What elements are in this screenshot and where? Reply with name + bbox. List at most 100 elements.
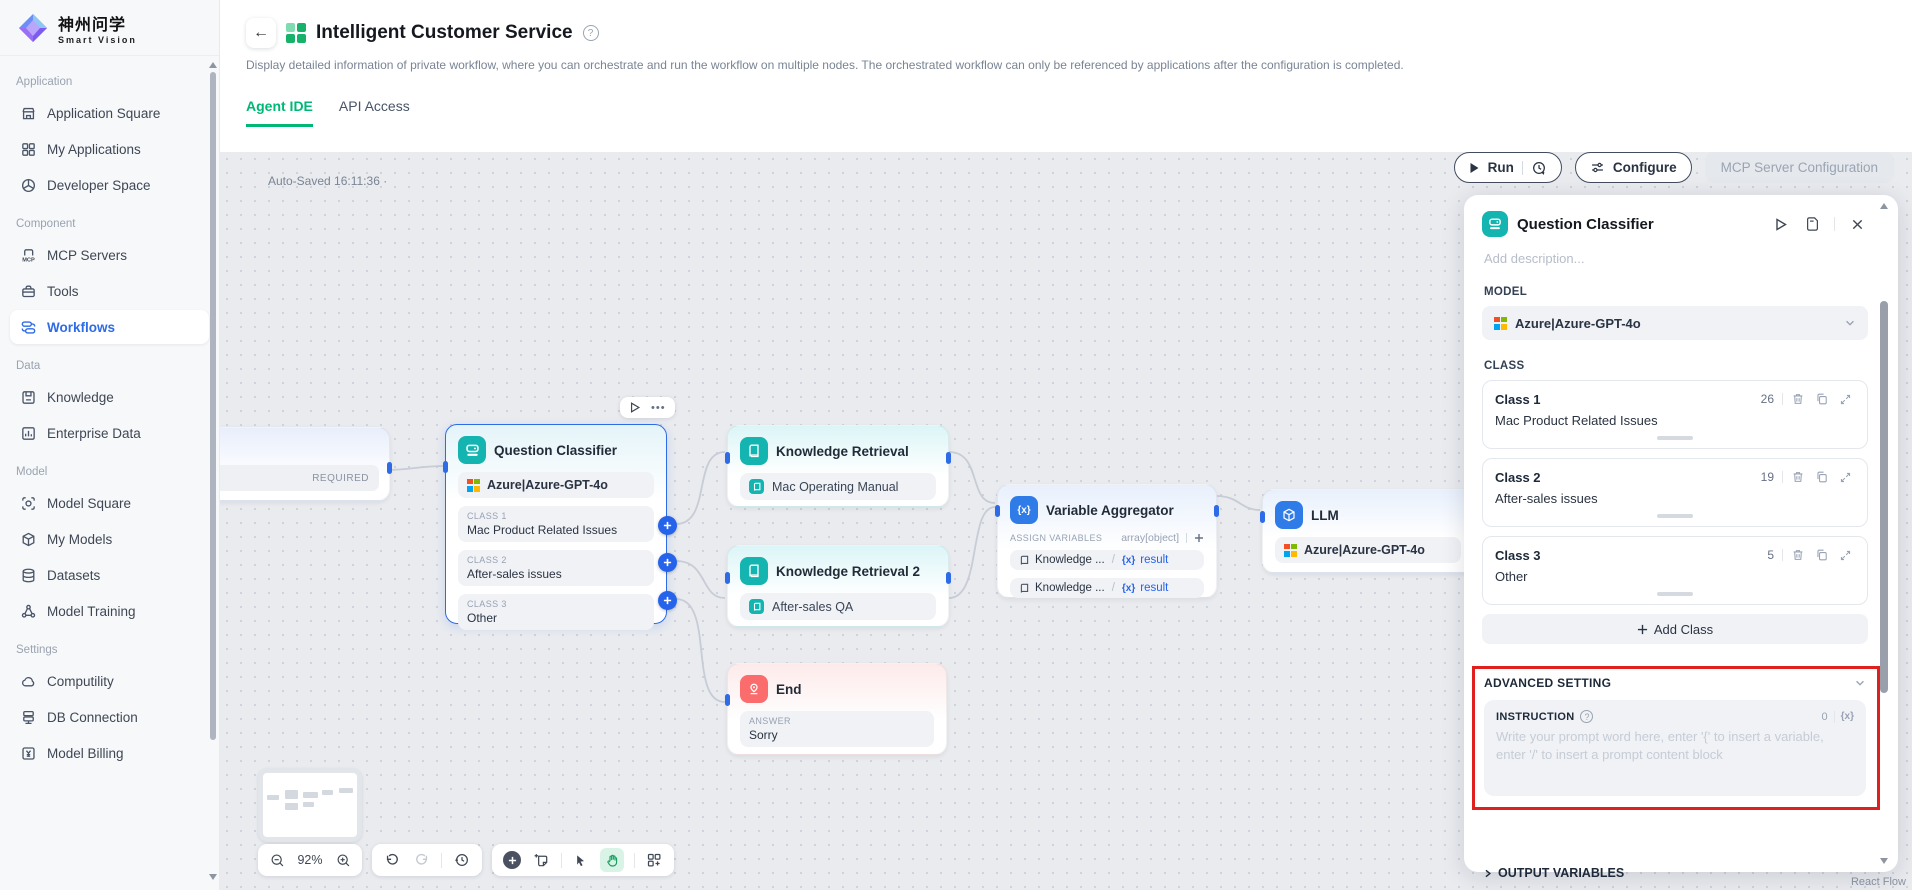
panel-close-icon[interactable] [1846, 213, 1868, 235]
aggregator-row-2[interactable]: Knowledge ... / {x} result [1010, 578, 1204, 598]
class-row-2[interactable]: CLASS 2 After-sales issues [458, 550, 654, 586]
pointer-tool-icon[interactable] [571, 850, 591, 870]
delete-icon[interactable] [1791, 469, 1807, 485]
answer-row[interactable]: ANSWER Sorry [740, 711, 934, 747]
sidebar-item-tools[interactable]: Tools [10, 274, 209, 308]
expand-icon[interactable] [1839, 469, 1855, 485]
add-class-button[interactable]: Add Class [1482, 614, 1868, 644]
target-handle[interactable] [443, 461, 448, 473]
delete-icon[interactable] [1791, 547, 1807, 563]
sidebar-item-enterprise-data[interactable]: Enterprise Data [10, 416, 209, 450]
model-select[interactable]: Azure|Azure-GPT-4o [1482, 306, 1868, 340]
copy-icon[interactable] [1815, 391, 1831, 407]
hand-tool-icon[interactable] [600, 848, 625, 872]
scroll-down-arrow-icon[interactable] [209, 874, 217, 880]
add-variable-icon[interactable] [1194, 533, 1204, 543]
panel-scroll-thumb[interactable] [1880, 301, 1888, 693]
tab-api-access[interactable]: API Access [338, 98, 410, 114]
node-model-row[interactable]: Azure|Azure-GPT-4o [458, 472, 654, 498]
sidebar-item-knowledge[interactable]: Knowledge [10, 380, 209, 414]
sidebar-scroll-thumb[interactable] [210, 72, 216, 740]
node-model-row[interactable]: Azure|Azure-GPT-4o [1275, 537, 1461, 563]
drag-handle[interactable] [1657, 436, 1693, 440]
more-actions-icon[interactable]: ••• [651, 401, 666, 414]
copy-icon[interactable] [1815, 547, 1831, 563]
source-handle[interactable] [946, 452, 951, 464]
instruction-help-icon[interactable]: ? [1580, 710, 1594, 723]
version-history-icon[interactable] [452, 850, 472, 870]
scroll-down-arrow-icon[interactable] [1880, 858, 1888, 864]
zoom-level[interactable]: 92% [297, 853, 323, 867]
sidebar-item-my-applications[interactable]: My Applications [10, 132, 209, 166]
class-card-1[interactable]: Class 1 26 Mac Product Related Issues [1482, 380, 1868, 449]
class-card-3[interactable]: Class 3 5 Other [1482, 536, 1868, 605]
expand-icon[interactable] [1839, 547, 1855, 563]
target-handle[interactable] [1260, 511, 1265, 523]
class-row-1[interactable]: CLASS 1 Mac Product Related Issues [458, 506, 654, 542]
back-button[interactable]: ← [246, 18, 276, 48]
sidebar-item-developer-space[interactable]: Developer Space [10, 168, 209, 202]
mcp-server-configuration-button[interactable]: MCP Server Configuration [1704, 152, 1894, 183]
insert-variable-icon[interactable]: {x} [1840, 711, 1854, 722]
add-node-icon[interactable] [502, 850, 522, 870]
node-variable-aggregator[interactable]: {x} Variable Aggregator ASSIGN VARIABLES… [995, 484, 1219, 598]
node-end[interactable]: End ANSWER Sorry [725, 663, 947, 755]
class-3-connector[interactable] [658, 591, 677, 610]
target-handle[interactable] [725, 452, 730, 464]
panel-scrollbar[interactable] [1878, 201, 1890, 866]
panel-save-icon[interactable] [1801, 213, 1823, 235]
chevron-down-icon[interactable] [1854, 677, 1866, 689]
dataset-row[interactable]: Mac Operating Manual [740, 473, 936, 500]
expand-icon[interactable] [1839, 391, 1855, 407]
target-handle[interactable] [725, 694, 730, 706]
sidebar-item-mcp-servers[interactable]: MCP MCP Servers [10, 238, 209, 272]
zoom-out-icon[interactable] [268, 850, 286, 870]
class-row-3[interactable]: CLASS 3 Other [458, 594, 654, 630]
class-card-2[interactable]: Class 2 19 After-sales issues [1482, 458, 1868, 527]
source-handle[interactable] [387, 462, 392, 474]
node-start[interactable]: REQUIRED [220, 427, 392, 501]
help-icon[interactable]: ? [582, 25, 599, 41]
instruction-editor[interactable]: INSTRUCTION ? 0 {x} Write your prompt wo… [1484, 700, 1866, 796]
source-handle[interactable] [1214, 505, 1219, 517]
sidebar-item-model-billing[interactable]: Model Billing [10, 736, 209, 770]
sidebar-item-db-connection[interactable]: DB Connection [10, 700, 209, 734]
auto-layout-icon[interactable] [644, 850, 664, 870]
play-node-icon[interactable] [629, 401, 641, 414]
panel-run-icon[interactable] [1770, 213, 1792, 235]
sidebar-item-application-square[interactable]: Application Square [10, 96, 209, 130]
output-variables-toggle[interactable]: OUTPUT VARIABLES [1482, 866, 1868, 880]
sidebar-item-computility[interactable]: Computility [10, 664, 209, 698]
copy-icon[interactable] [1815, 469, 1831, 485]
node-question-classifier[interactable]: Question Classifier Azure|Azure-GPT-4o C… [443, 424, 677, 630]
redo-icon[interactable] [412, 850, 432, 870]
add-note-icon[interactable] [531, 850, 551, 870]
drag-handle[interactable] [1657, 592, 1693, 596]
sidebar-item-my-models[interactable]: My Models [10, 522, 209, 556]
target-handle[interactable] [725, 572, 730, 584]
scroll-up-arrow-icon[interactable] [209, 62, 217, 68]
source-handle[interactable] [946, 572, 951, 584]
dataset-row[interactable]: After-sales QA [740, 593, 936, 620]
class-2-connector[interactable] [658, 553, 677, 572]
zoom-in-icon[interactable] [334, 850, 352, 870]
aggregator-row-1[interactable]: Knowledge ... / {x} result [1010, 550, 1204, 570]
node-knowledge-retrieval[interactable]: Knowledge Retrieval Mac Operating Manual [725, 425, 951, 507]
drag-handle[interactable] [1657, 514, 1693, 518]
sidebar-item-model-training[interactable]: Model Training [10, 594, 209, 628]
description-input[interactable]: Add description... [1484, 251, 1585, 266]
target-handle[interactable] [995, 505, 1000, 517]
delete-icon[interactable] [1791, 391, 1807, 407]
node-knowledge-retrieval-2[interactable]: Knowledge Retrieval 2 After-sales QA [725, 545, 951, 627]
sidebar-item-workflows[interactable]: Workflows [10, 310, 209, 344]
sidebar-scrollbar[interactable] [208, 60, 218, 882]
minimap[interactable] [258, 768, 362, 842]
sidebar-item-datasets[interactable]: Datasets [10, 558, 209, 592]
run-button[interactable]: Run [1453, 152, 1562, 183]
class-1-connector[interactable] [658, 516, 677, 535]
configure-button[interactable]: Configure [1574, 152, 1692, 183]
node-llm[interactable]: LLM Azure|Azure-GPT-4o [1260, 489, 1474, 573]
run-history-icon[interactable] [1531, 160, 1547, 176]
scroll-up-arrow-icon[interactable] [1880, 203, 1888, 209]
sidebar-item-model-square[interactable]: Model Square [10, 486, 209, 520]
